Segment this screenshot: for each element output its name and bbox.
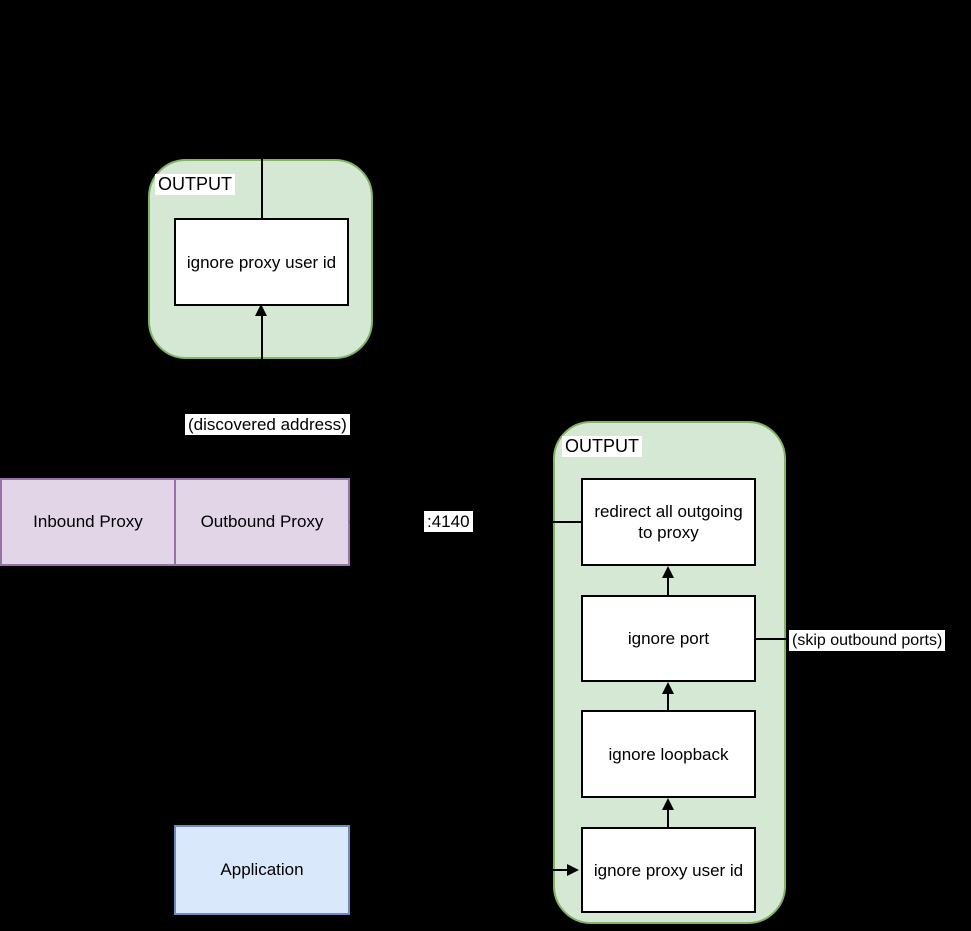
connector-loopback-to-port	[667, 692, 669, 710]
skip-outbound-ports-label: (skip outbound ports)	[789, 630, 946, 651]
connector-userid-to-loopback	[667, 808, 669, 827]
node-ignore-proxy-user-id-right: ignore proxy user id	[581, 827, 756, 913]
node-ignore-proxy-user-id-left: ignore proxy user id	[174, 218, 349, 306]
arrowhead-left-into-outbound-proxy	[349, 516, 361, 528]
connector-proxy-to-left-chain	[261, 314, 263, 478]
connector-left-chain-top	[261, 154, 263, 218]
arrowhead-up-into-ignore-loopback	[662, 798, 674, 810]
arrowhead-up-into-redirect	[662, 566, 674, 578]
arrowhead-right-into-right-userid	[567, 864, 579, 876]
proxy-row: Inbound Proxy Outbound Proxy	[0, 478, 350, 566]
inbound-proxy-box: Inbound Proxy	[33, 512, 143, 531]
node-redirect-all-outgoing-to-proxy: redirect all outgoing to proxy	[581, 478, 756, 566]
arrowhead-up-into-left-userid	[255, 304, 267, 316]
node-ignore-loopback: ignore loopback	[581, 710, 756, 798]
output-chain-right-title: OUTPUT	[562, 436, 642, 457]
discovered-address-label: (discovered address)	[185, 414, 350, 435]
connector-application-to-right-chain	[350, 869, 570, 871]
connector-port-to-skip-label	[755, 638, 791, 640]
application-box: Application	[174, 825, 350, 915]
port-4140-label: :4140	[424, 511, 473, 532]
node-ignore-port: ignore port	[581, 595, 756, 682]
outbound-proxy-box: Outbound Proxy	[174, 480, 348, 564]
output-chain-left-title: OUTPUT	[155, 174, 235, 195]
arrowhead-up-into-ignore-port	[662, 682, 674, 694]
connector-port-to-redirect	[667, 576, 669, 595]
